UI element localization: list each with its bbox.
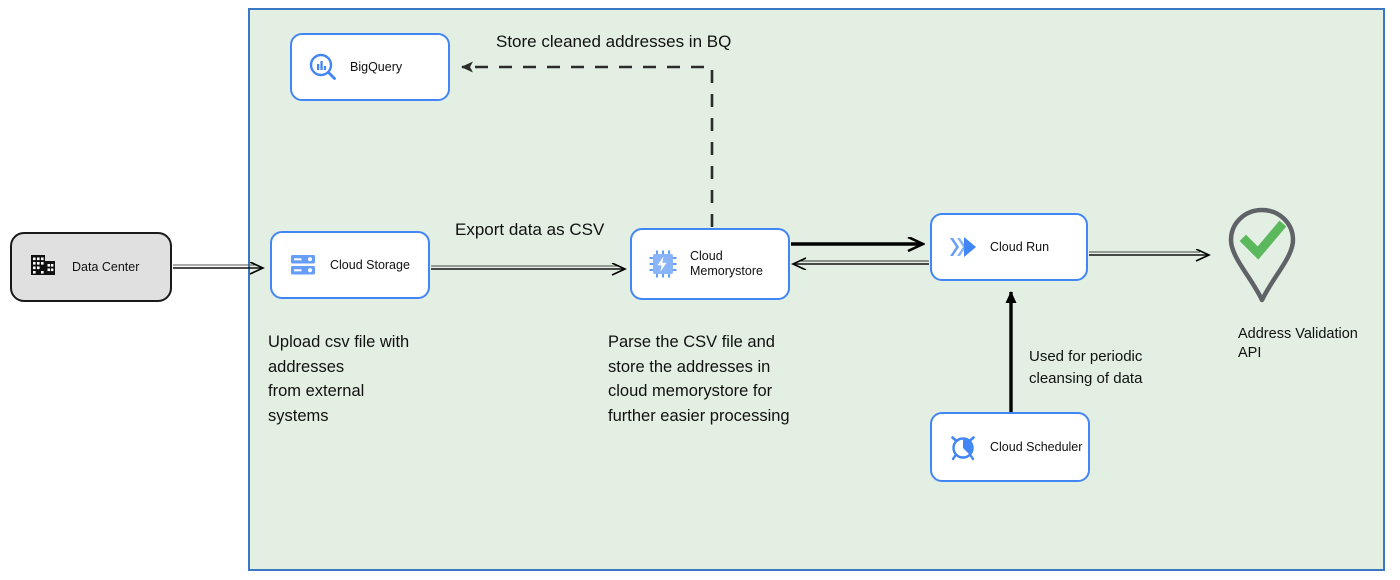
cloud-scheduler-icon bbox=[946, 430, 980, 464]
node-data-center-label: Data Center bbox=[72, 260, 140, 274]
node-cloud-storage[interactable]: Cloud Storage bbox=[270, 231, 430, 299]
node-cloud-storage-label: Cloud Storage bbox=[330, 257, 410, 272]
node-address-validation-api[interactable] bbox=[1218, 205, 1306, 305]
node-cloud-run[interactable]: Cloud Run bbox=[930, 213, 1088, 281]
node-cloud-memorystore-label: Cloud Memorystore bbox=[690, 249, 763, 278]
node-cloud-memorystore[interactable]: Cloud Memorystore bbox=[630, 228, 790, 300]
cloud-boundary bbox=[248, 8, 1385, 571]
edge-datacenter-to-storage bbox=[173, 265, 262, 268]
bigquery-icon bbox=[306, 50, 340, 84]
node-address-validation-api-label: Address Validation API bbox=[1238, 326, 1358, 361]
edge-cloudrun-to-address-api bbox=[1089, 252, 1208, 255]
edge-storage-to-memorystore bbox=[431, 266, 624, 269]
cloud-run-icon bbox=[946, 230, 980, 264]
address-validation-pin-icon bbox=[1228, 207, 1296, 303]
node-bigquery-label: BigQuery bbox=[350, 59, 403, 74]
node-bigquery[interactable]: BigQuery bbox=[290, 33, 450, 101]
node-cloud-run-label: Cloud Run bbox=[990, 239, 1050, 254]
data-center-icon bbox=[30, 252, 56, 283]
edge-memorystore-to-bigquery bbox=[461, 61, 714, 227]
edge-label-export-data-as-csv: Export data as CSV bbox=[455, 220, 605, 239]
cloud-memorystore-icon bbox=[646, 247, 680, 281]
node-cloud-scheduler[interactable]: Cloud Scheduler bbox=[930, 412, 1090, 482]
edge-label-periodic-cleansing: Used for periodic cleansing of data bbox=[1029, 348, 1143, 387]
note-upload-csv: Upload csv file with addresses from exte… bbox=[268, 333, 410, 425]
node-data-center[interactable]: Data Center bbox=[10, 232, 172, 302]
edge-label-store-cleaned-addresses: Store cleaned addresses in BQ bbox=[496, 32, 732, 51]
edge-cloudrun-to-memorystore bbox=[794, 261, 929, 264]
cloud-storage-icon bbox=[286, 248, 320, 282]
node-cloud-scheduler-label: Cloud Scheduler bbox=[990, 439, 1083, 454]
note-parse-csv: Parse the CSV file and store the address… bbox=[608, 333, 790, 425]
